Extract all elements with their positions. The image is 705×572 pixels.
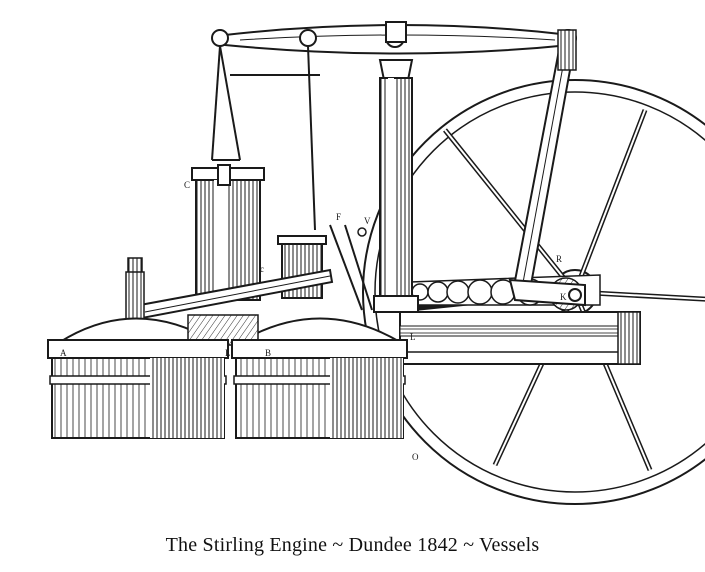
crank-arm — [508, 278, 586, 307]
letter-a-left: A — [60, 348, 67, 358]
letter-l-right: L — [410, 332, 416, 342]
engine-engraving: C c V F R K L L A B O — [47, 21, 705, 505]
tall-cylinder — [191, 164, 265, 301]
letter-o-wheel: O — [412, 452, 419, 462]
letter-b-right: B — [265, 348, 271, 358]
letter-f-beam: F — [336, 212, 341, 222]
vessel-a — [47, 339, 229, 439]
engraving-illustration: C c V F R K L L A B O — [47, 21, 705, 505]
valve-cylinder — [277, 224, 373, 311]
letter-r-right: R — [556, 254, 562, 264]
letter-v-valve: V — [364, 216, 371, 226]
part-letters: C c V F R K L L A B O — [60, 180, 567, 462]
vessel-b — [231, 339, 408, 439]
letter-k-crank: K — [560, 292, 567, 302]
letter-l-mid: L — [225, 348, 231, 358]
caption: The Stirling Engine ~ Dundee 1842 ~ Vess… — [165, 533, 540, 556]
connecting-rod — [512, 29, 577, 299]
central-pillar — [373, 21, 419, 313]
flywheel-inner-rim — [374, 91, 705, 493]
parallel-motion — [211, 45, 320, 231]
left-post — [125, 257, 145, 321]
flywheel-outer-rim — [362, 79, 705, 505]
frame-girder — [399, 311, 641, 365]
letter-c-mid: c — [260, 264, 264, 274]
letter-c-upper: C — [184, 180, 190, 190]
